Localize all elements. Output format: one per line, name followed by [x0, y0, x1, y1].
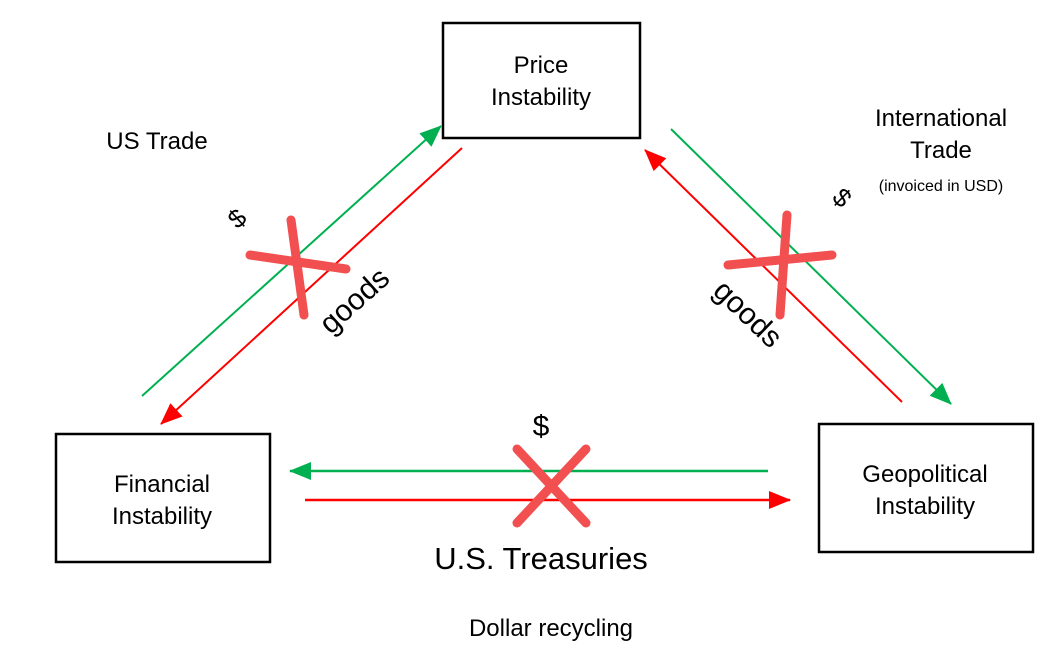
- financial-node-label-line2: Instability: [112, 503, 212, 530]
- price-node-label-line2: Instability: [491, 84, 591, 111]
- dollar-symbol-bottom: $: [533, 410, 550, 443]
- international-trade-label-line1: International: [875, 105, 1007, 132]
- price-node-label-line1: Price: [514, 52, 569, 79]
- goods-flow-arrow-right: [644, 149, 903, 403]
- us-trade-label: US Trade: [106, 128, 207, 155]
- geopolitical-instability-node: Geopolitical Instability: [817, 422, 1035, 554]
- geopolitical-node-label-line2: Instability: [875, 493, 975, 520]
- money-flow-arrow-right: [670, 128, 952, 405]
- financial-node-label-line1: Financial: [114, 471, 210, 498]
- dollar-symbol-right: $: [827, 182, 859, 214]
- blocked-cross-bottom: [512, 444, 591, 528]
- us-trade-edge: $ goods US Trade: [106, 125, 463, 425]
- financial-instability-node: Financial Instability: [54, 432, 272, 564]
- goods-flow-arrow-left: [160, 147, 463, 425]
- dollar-symbol-left: $: [222, 202, 253, 234]
- us-treasuries-label: U.S. Treasuries: [434, 541, 648, 576]
- blocked-cross-right: [723, 210, 837, 320]
- geopolitical-node-label-line1: Geopolitical: [862, 461, 987, 488]
- price-instability-node: Price Instability: [441, 21, 642, 140]
- dollar-recycling-label: Dollar recycling: [469, 615, 633, 642]
- international-trade-edge: $ goods International Trade (invoiced in…: [644, 105, 1007, 405]
- invoiced-in-usd-note: (invoiced in USD): [879, 178, 1003, 195]
- dollar-recycling-edge: $ U.S. Treasuries Dollar recycling: [289, 410, 791, 642]
- international-trade-label-line2: Trade: [910, 137, 972, 164]
- blocked-cross-left: [245, 215, 351, 320]
